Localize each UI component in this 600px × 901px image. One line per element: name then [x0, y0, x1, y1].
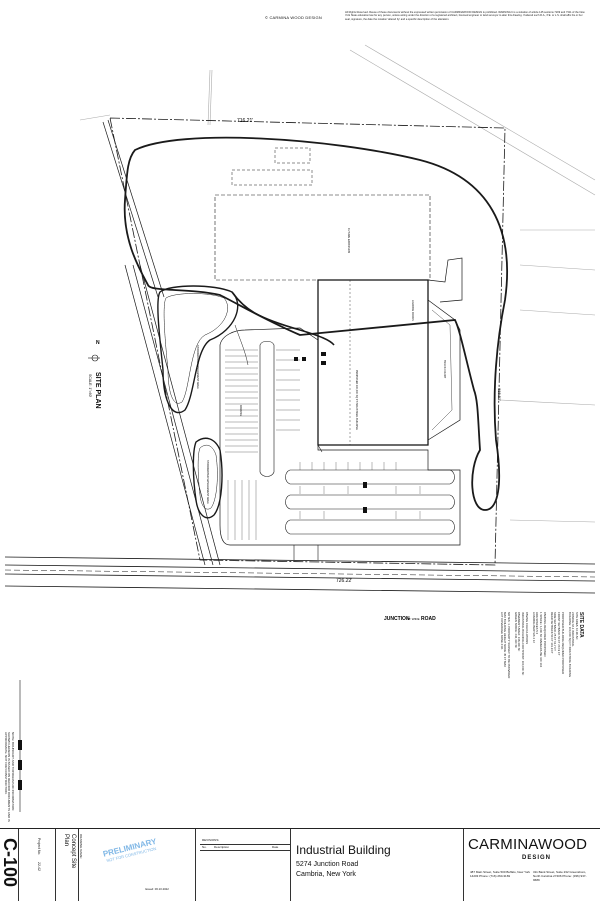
site-data-line: LOT COVERAGE NONE 21% — [499, 612, 504, 650]
office-address-greensboro: 311 Bank Street, Suite 232 Greensboro, N… — [533, 870, 587, 882]
truck-court-label: TRUCK COURT — [443, 360, 446, 379]
site-data-line: GREEN SPACE: 236,410 SF — [513, 612, 518, 649]
future-label: FUTURE EXPANSION — [347, 228, 350, 253]
project-name: Industrial Building — [296, 843, 391, 857]
parking-label: PARKING — [239, 405, 242, 416]
project-no-label: Project No. — [37, 838, 41, 856]
stormwater-north-label: STORMWATER MANAGEMENT AREA — [196, 345, 199, 389]
drawing-name-1: Concept Site — [70, 834, 76, 869]
site-data-rotated: SITE DATA SITE AREA: 10.90 AC ZONING: M-… — [499, 612, 584, 792]
site-data-line: 1 SPACE / 1,000 SF WAREHOUSE 100 104 — [539, 612, 544, 668]
site-data-line: BUILDING: 100,000 SQ FT INDUSTRIAL BUILD… — [567, 612, 572, 678]
firm-logo-sub: DESIGN — [522, 855, 552, 861]
site-data-panel: SITE DATA SITE AREA: 10.90 AC ZONING: M-… — [372, 612, 584, 792]
title-block — [0, 828, 600, 901]
issue-date: Issued: 06.10.2022 — [145, 887, 169, 891]
project-address-2: Cambria, New York — [296, 871, 356, 878]
site-data-line: REAR SETBACK 50 FT 101.9 FT — [549, 612, 554, 654]
road-name-prefix: JUNCTION — [384, 616, 410, 622]
project-no: 22-42 — [37, 862, 41, 871]
dim-top: 716.21' — [237, 118, 253, 124]
revisions-table: REVISIONS: No. Description Date — [200, 836, 290, 894]
plan-scale: SCALE: 1"=60' — [88, 374, 92, 398]
drawing-name-label: DRAWING NAME: — [79, 834, 83, 859]
plan-title: SITE PLAN — [94, 372, 101, 409]
road-name-suffix: ROAD — [421, 616, 436, 622]
dim-right: 615.51' — [497, 388, 502, 401]
site-data-line: INDUSTRIAL BUILDING FOOTPRINT: 100,000 S… — [521, 612, 526, 676]
rev-col-date: Date — [272, 845, 279, 849]
rev-col-no: No. — [202, 845, 207, 849]
project-address-1: 5274 Junction Road — [296, 861, 359, 868]
site-data-line: LOADING BERTHS 4 12 — [531, 612, 536, 643]
dim-bottom: 726.22' — [336, 578, 352, 584]
road-note: 68' WIDE — [407, 617, 420, 621]
revisions-label: REVISIONS: — [202, 838, 220, 842]
building-label: PROPOSED 100,000 SQ FT INDUSTRIAL BUILDI… — [355, 370, 358, 430]
drawing-name-2: Plan — [63, 834, 69, 847]
rev-col-description: Description — [214, 845, 230, 849]
loading-label: LOADING DOCKS — [411, 300, 414, 321]
firm-logo: CARMINAWOOD — [468, 836, 588, 853]
boundary-note: NOTE: BOUNDARY AND TOPOGRAPHIC INFORMATI… — [3, 732, 15, 822]
rights-notice: All Rights Reserved. Reuse of these docu… — [345, 11, 585, 21]
stormwater-south-label: STORMWATER MANAGEMENT AREA — [206, 460, 209, 504]
site-plan-drawing: 716.21' 726.22' 615.51' JUNCTION 68' WID… — [4, 44, 596, 812]
copyright-notice: © CARMINA WOOD DESIGN — [265, 15, 322, 20]
office-address-buffalo: 487 Main Street, Suite 500 Buffalo, New … — [470, 870, 530, 878]
sheet-number: C-100 — [0, 838, 20, 888]
north-letter: N — [96, 340, 100, 346]
